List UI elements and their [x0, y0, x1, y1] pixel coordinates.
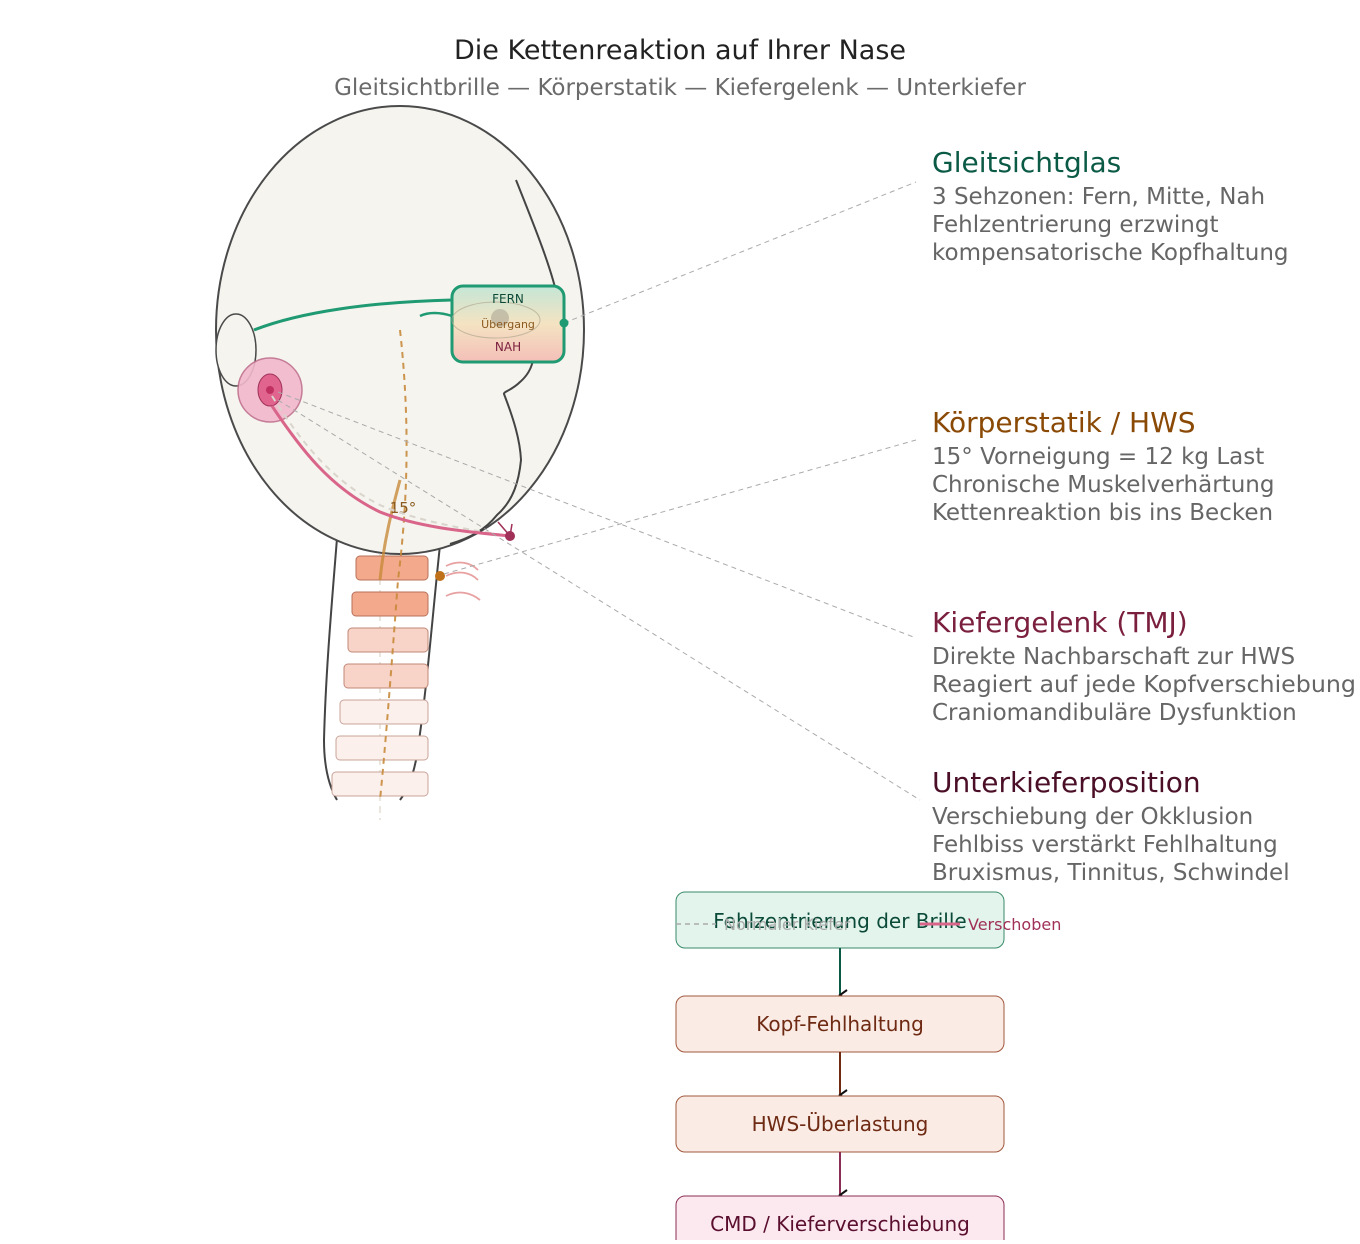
legend-shifted-label: Verschoben: [968, 915, 1061, 934]
tmj-center: [266, 386, 274, 394]
annotation-heading: Unterkieferposition: [932, 766, 1201, 799]
vertebra: [351, 591, 429, 617]
annotation-tmj: Kiefergelenk (TMJ) Direkte Nachbarschaft…: [932, 606, 1356, 726]
flow-box-label: CMD / Kieferverschiebung: [710, 1212, 970, 1236]
vertebra: [339, 699, 429, 725]
shifted-jaw-line: [270, 405, 511, 538]
vertebra: [335, 735, 429, 761]
annotation-jaw: Unterkieferposition Verschiebung der Okk…: [932, 766, 1290, 886]
flow-box: [676, 996, 1004, 1052]
lens-zone-near: NAH: [495, 340, 521, 354]
flow-box: [676, 1196, 1004, 1244]
neck-back-outline: [322, 499, 341, 801]
annotation-glasses: Gleitsichtglas 3 Sehzonen: Fern, Mitte, …: [932, 146, 1289, 266]
pupil-icon: [491, 309, 509, 327]
jaw-legend: Normaler Kiefer Verschoben: [676, 915, 1061, 934]
vertebra: [343, 663, 429, 689]
leader-line-tmj: [277, 391, 917, 639]
vertebra: [347, 627, 429, 653]
jaw-shift-arrow: [497, 521, 513, 537]
flow-box-label: HWS-Überlastung: [752, 1112, 929, 1136]
annotation-line: Fehlbiss verstärkt Fehlhaltung: [932, 832, 1278, 858]
flow-box-border: [675, 1195, 1005, 1244]
glasses-temple: [253, 298, 453, 332]
tilt-angle-label: 15°: [390, 499, 417, 517]
glasses-nose-bridge: [419, 311, 453, 318]
flow-chain: Fehlzentrierung der Brille Kopf-Fehlhalt…: [675, 891, 1005, 1244]
annotation-line: Chronische Muskelverhärtung: [932, 472, 1274, 498]
flow-box: [676, 1096, 1004, 1152]
hws-strain-point: [435, 571, 445, 581]
strain-arc-icon: [445, 591, 481, 601]
leader-line-jaw: [277, 399, 921, 801]
lens-zone-middle: Übergang: [481, 318, 535, 331]
flow-box: [676, 892, 1004, 948]
diagram-subtitle: Gleitsichtbrille — Körperstatik — Kiefer…: [334, 75, 1026, 101]
leader-line-lens: [563, 181, 917, 324]
annotation-heading: Gleitsichtglas: [932, 146, 1121, 179]
flow-box-label: Fehlzentrierung der Brille: [713, 909, 966, 933]
strain-arc-icon: [445, 571, 479, 581]
annotation-line: 3 Sehzonen: Fern, Mitte, Nah: [932, 184, 1265, 210]
annotation-line: 15° Vorneigung = 12 kg Last: [932, 444, 1264, 470]
annotation-line: Kettenreaktion bis ins Becken: [932, 500, 1273, 526]
annotation-line: Bruxismus, Tinnitus, Schwindel: [932, 860, 1290, 886]
annotation-line: Direkte Nachbarschaft zur HWS: [932, 644, 1295, 670]
annotation-heading: Kiefergelenk (TMJ): [932, 606, 1188, 639]
annotation-line: Reagiert auf jede Kopfverschiebung: [932, 672, 1356, 698]
legend-normal-label: Normaler Kiefer: [724, 915, 851, 934]
annotation-line: Fehlzentrierung erzwingt: [932, 212, 1219, 238]
normal-jaw-line: [271, 395, 511, 537]
transition-zone: [451, 301, 541, 339]
annotation-line: kompensatorische Kopfhaltung: [932, 240, 1289, 266]
strain-arc-icon: [445, 561, 479, 571]
annotation-posture: Körperstatik / HWS 15° Vorneigung = 12 k…: [932, 406, 1274, 526]
annotation-heading: Körperstatik / HWS: [932, 406, 1196, 439]
tilt-line: [378, 479, 402, 581]
annotation-line: Verschiebung der Okklusion: [932, 804, 1253, 830]
flow-box-label: Kopf-Fehlhaltung: [756, 1012, 924, 1036]
annotation-line: Craniomandibuläre Dysfunktion: [932, 700, 1297, 726]
lens-anchor-dot: [559, 318, 569, 328]
posture-line: [379, 329, 408, 801]
vertebra: [355, 555, 429, 581]
lens-zone-far: FERN: [492, 292, 524, 306]
cervical-spine: [331, 555, 429, 797]
progressive-lens: FERN Übergang NAH: [450, 284, 566, 364]
leader-line-hws: [443, 439, 917, 575]
diagram-title: Die Kettenreaktion auf Ihrer Nase: [454, 35, 906, 66]
